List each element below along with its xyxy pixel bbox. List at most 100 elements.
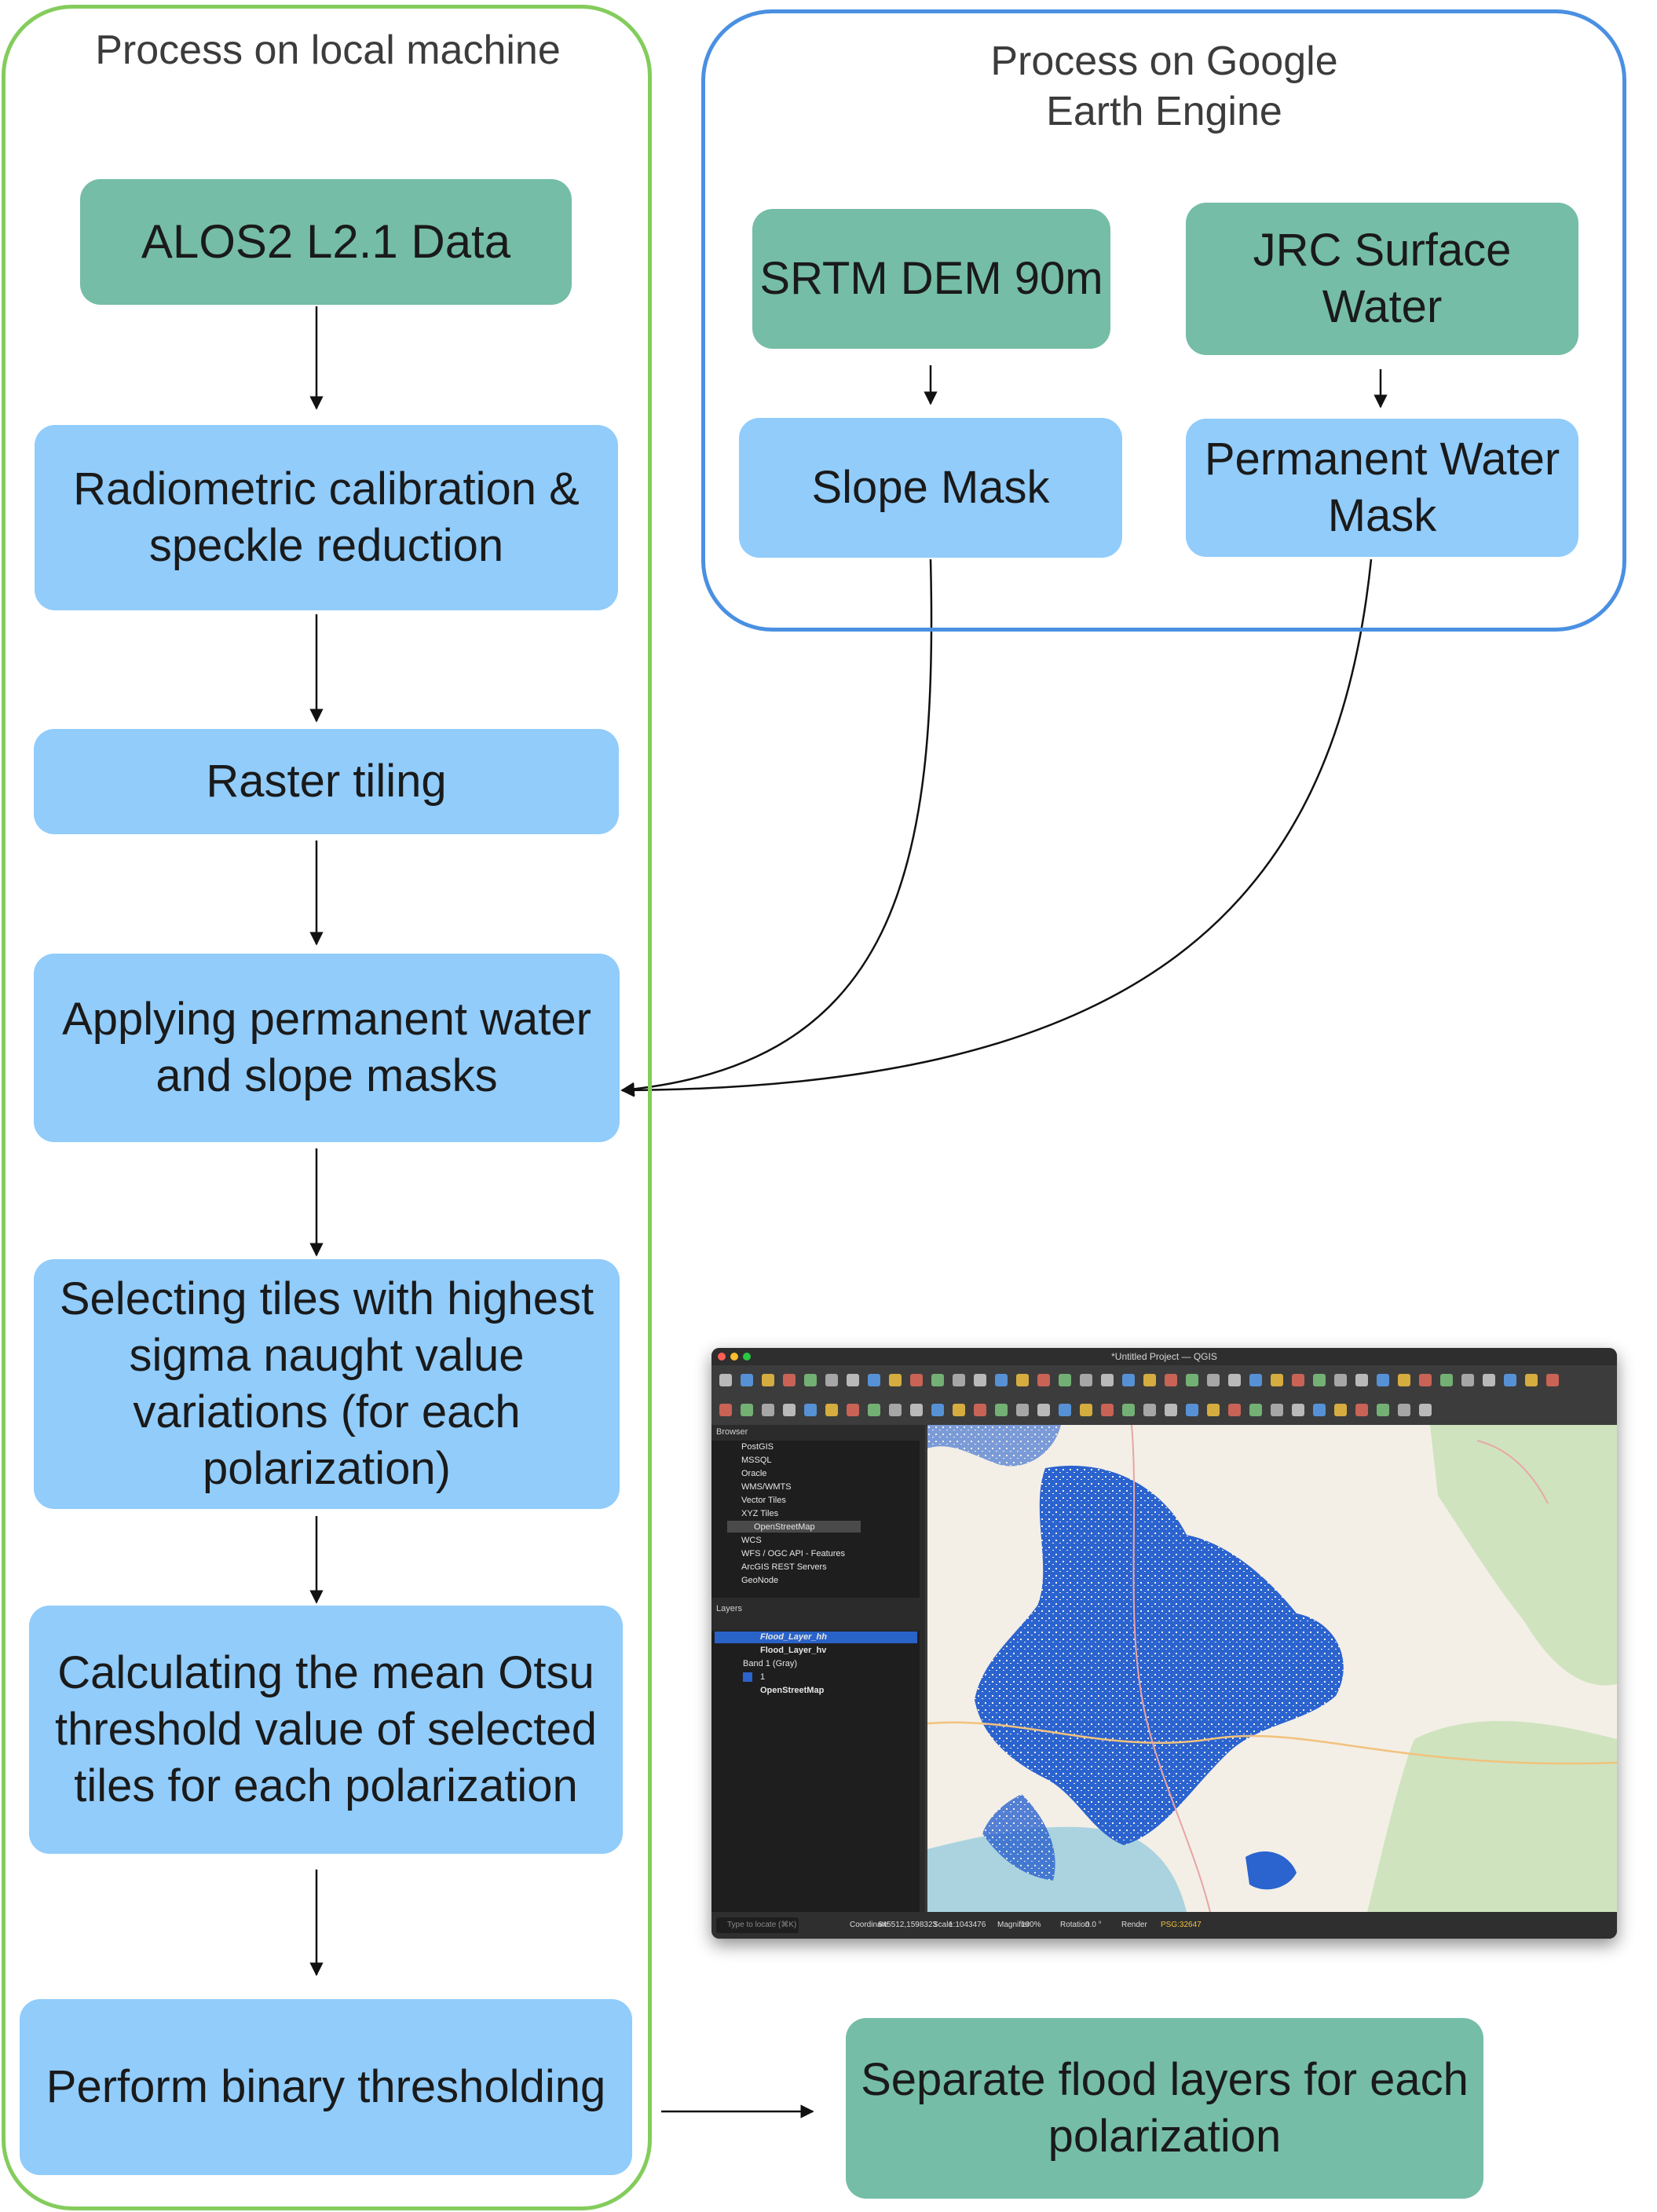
browser-item-openstreetmap[interactable]: OpenStreetMap: [754, 1522, 815, 1532]
toolbar-tool-icon[interactable]: [1461, 1374, 1474, 1386]
toolbar-tool-icon[interactable]: [783, 1404, 796, 1416]
toolbar-tool-icon[interactable]: [868, 1374, 880, 1386]
toolbar-tool-icon[interactable]: [1143, 1374, 1156, 1386]
rotation-value[interactable]: 0.0 °: [1085, 1921, 1102, 1929]
toolbar-tool-icon[interactable]: [1122, 1404, 1135, 1416]
toolbar-tool-icon[interactable]: [1377, 1404, 1389, 1416]
toolbar-tool-icon[interactable]: [1546, 1374, 1559, 1386]
toolbar-tool-icon[interactable]: [995, 1404, 1008, 1416]
toolbar-tool-icon[interactable]: [1080, 1374, 1092, 1386]
toolbar-tool-icon[interactable]: [931, 1404, 944, 1416]
toolbar-tool-icon[interactable]: [889, 1374, 902, 1386]
toolbar-tool-icon[interactable]: [1016, 1374, 1029, 1386]
browser-item-wms[interactable]: WMS/WMTS: [741, 1482, 792, 1492]
toolbar-tool-icon[interactable]: [1186, 1374, 1198, 1386]
browser-item-geonode[interactable]: GeoNode: [741, 1576, 779, 1585]
locate-placeholder: Type to locate (⌘K): [727, 1921, 797, 1929]
toolbar-tool-icon[interactable]: [1080, 1404, 1092, 1416]
toolbar-tool-icon[interactable]: [804, 1404, 817, 1416]
browser-item-arcgis[interactable]: ArcGIS REST Servers: [741, 1562, 827, 1572]
toolbar-tool-icon[interactable]: [847, 1404, 859, 1416]
toolbar-tool-icon[interactable]: [783, 1374, 796, 1386]
layer-selection-highlight: [715, 1632, 917, 1643]
toolbar-tool-icon[interactable]: [1037, 1374, 1050, 1386]
toolbar-tool-icon[interactable]: [889, 1404, 902, 1416]
toolbar-tool-icon[interactable]: [1186, 1404, 1198, 1416]
toolbar-tool-icon[interactable]: [931, 1374, 944, 1386]
toolbar-tool-icon[interactable]: [741, 1374, 753, 1386]
toolbar-tool-icon[interactable]: [719, 1404, 732, 1416]
toolbar-tool-icon[interactable]: [1228, 1404, 1241, 1416]
toolbar-tool-icon[interactable]: [825, 1374, 838, 1386]
toolbar-tool-icon[interactable]: [1440, 1374, 1453, 1386]
toolbar-tool-icon[interactable]: [1165, 1374, 1177, 1386]
toolbar-tool-icon[interactable]: [1313, 1404, 1326, 1416]
toolbar-tool-icon[interactable]: [868, 1404, 880, 1416]
toolbar-tool-icon[interactable]: [1313, 1374, 1326, 1386]
toolbar-tool-icon[interactable]: [1207, 1404, 1220, 1416]
browser-item-oracle[interactable]: Oracle: [741, 1469, 767, 1478]
toolbar-tool-icon[interactable]: [1483, 1374, 1495, 1386]
browser-item-wfs[interactable]: WFS / OGC API - Features: [741, 1549, 846, 1558]
toolbar-tool-icon[interactable]: [1059, 1404, 1071, 1416]
render-label[interactable]: Render: [1121, 1921, 1147, 1929]
toolbar-tool-icon[interactable]: [974, 1374, 986, 1386]
toolbar-tool-icon[interactable]: [1101, 1374, 1114, 1386]
toolbar-tool-icon[interactable]: [995, 1374, 1008, 1386]
toolbar-tool-icon[interactable]: [974, 1404, 986, 1416]
qgis-window-title: *Untitled Project — QGIS: [1111, 1351, 1217, 1362]
scale-value[interactable]: 1:1043476: [949, 1921, 986, 1929]
toolbar-tool-icon[interactable]: [762, 1404, 774, 1416]
toolbar-tool-icon[interactable]: [1271, 1374, 1283, 1386]
toolbar-tool-icon[interactable]: [910, 1404, 923, 1416]
browser-item-xyz-tiles[interactable]: XYZ Tiles: [741, 1509, 779, 1518]
toolbar-tool-icon[interactable]: [1228, 1374, 1241, 1386]
browser-item-wcs[interactable]: WCS: [741, 1536, 762, 1545]
browser-item-mssql[interactable]: MSSQL: [741, 1456, 772, 1465]
node-slope-mask: Slope Mask: [739, 418, 1122, 558]
toolbar-tool-icon[interactable]: [1249, 1374, 1262, 1386]
toolbar-tool-icon[interactable]: [1398, 1404, 1410, 1416]
toolbar-tool-icon[interactable]: [825, 1404, 838, 1416]
toolbar-tool-icon[interactable]: [1037, 1404, 1050, 1416]
toolbar-tool-icon[interactable]: [762, 1374, 774, 1386]
layer-openstreetmap[interactable]: OpenStreetMap: [760, 1686, 825, 1695]
toolbar-tool-icon[interactable]: [1207, 1374, 1220, 1386]
toolbar-tool-icon[interactable]: [1059, 1374, 1071, 1386]
toolbar-tool-icon[interactable]: [1334, 1374, 1347, 1386]
toolbar-tool-icon[interactable]: [1504, 1374, 1516, 1386]
toolbar-tool-icon[interactable]: [1398, 1374, 1410, 1386]
browser-item-postgis[interactable]: PostGIS: [741, 1442, 774, 1452]
toolbar-tool-icon[interactable]: [1377, 1374, 1389, 1386]
toolbar-tool-icon[interactable]: [1165, 1404, 1177, 1416]
toolbar-tool-icon[interactable]: [1334, 1404, 1347, 1416]
layer-flood-hh[interactable]: Flood_Layer_hh: [760, 1632, 827, 1642]
toolbar-tool-icon[interactable]: [1525, 1374, 1538, 1386]
toolbar-tool-icon[interactable]: [1143, 1404, 1156, 1416]
toolbar-tool-icon[interactable]: [1355, 1374, 1368, 1386]
toolbar-tool-icon[interactable]: [1249, 1404, 1262, 1416]
toolbar-tool-icon[interactable]: [719, 1374, 732, 1386]
toolbar-tool-icon[interactable]: [1419, 1374, 1432, 1386]
browser-item-vector-tiles[interactable]: Vector Tiles: [741, 1496, 786, 1505]
locate-search-field[interactable]: [716, 1917, 799, 1933]
toolbar-tool-icon[interactable]: [1122, 1374, 1135, 1386]
toolbar-tool-icon[interactable]: [910, 1374, 923, 1386]
toolbar-tool-icon[interactable]: [804, 1374, 817, 1386]
toolbar-tool-icon[interactable]: [1355, 1404, 1368, 1416]
coordinate-value[interactable]: 645512,1598323: [878, 1921, 938, 1929]
toolbar-tool-icon[interactable]: [953, 1374, 965, 1386]
toolbar-tool-icon[interactable]: [741, 1404, 753, 1416]
toolbar-tool-icon[interactable]: [1271, 1404, 1283, 1416]
layer-flood-hv[interactable]: Flood_Layer_hv: [760, 1646, 827, 1655]
qgis-map-canvas[interactable]: [927, 1425, 1617, 1912]
toolbar-tool-icon[interactable]: [847, 1374, 859, 1386]
toolbar-tool-icon[interactable]: [1292, 1374, 1304, 1386]
magnifier-value[interactable]: 100%: [1021, 1921, 1041, 1929]
toolbar-tool-icon[interactable]: [1292, 1404, 1304, 1416]
toolbar-tool-icon[interactable]: [1419, 1404, 1432, 1416]
toolbar-tool-icon[interactable]: [1016, 1404, 1029, 1416]
toolbar-tool-icon[interactable]: [953, 1404, 965, 1416]
crs-label[interactable]: PSG:32647: [1161, 1921, 1202, 1929]
toolbar-tool-icon[interactable]: [1101, 1404, 1114, 1416]
